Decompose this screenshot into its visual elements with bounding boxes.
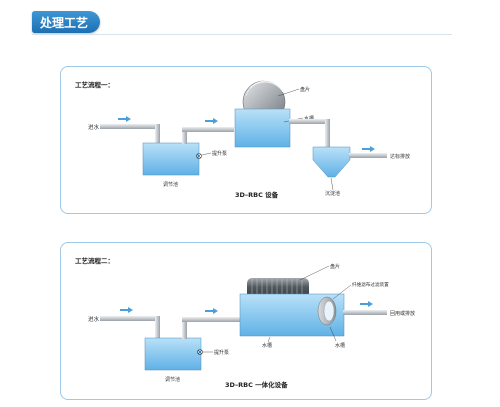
filter-label: 纤维滤布过滤装置 [352, 281, 389, 288]
trough-label: 水槽 [262, 342, 272, 349]
tank-label: 调节池 [165, 376, 180, 383]
inflow-pipe [100, 124, 158, 129]
flow-arrow-icon [120, 307, 133, 313]
inflow-label: 进水 [88, 123, 100, 131]
header-divider [32, 34, 452, 35]
process-one-caption: 3D–RBC 设备 [235, 190, 279, 199]
pump-label: 提升泵 [212, 150, 227, 157]
disc-label: 盘片 [330, 263, 340, 270]
riser-pipe-top [182, 317, 242, 322]
inflow-pipe [100, 316, 158, 321]
disc-label: 盘片 [300, 86, 310, 93]
reactor-trough [234, 108, 291, 148]
process-one-title: 工艺流程一： [75, 80, 114, 89]
flow-arrow-icon [205, 308, 218, 314]
inflow-label: 进水 [88, 315, 100, 323]
process-two-title: 工艺流程二： [75, 256, 114, 265]
flow-arrow-icon [205, 118, 218, 124]
flow-arrow-icon [360, 301, 373, 307]
discharge-pipe [343, 310, 387, 315]
discharge-label: 达标排放 [390, 153, 410, 160]
discharge-pipe [349, 153, 387, 158]
discharge-label: 回用或排放 [390, 310, 415, 317]
trough-label-2: 水槽 [335, 342, 345, 349]
regulating-tank [142, 142, 200, 176]
pump-icon [196, 153, 202, 159]
riser-pipe [182, 128, 187, 144]
inflow-pipe-down [155, 316, 160, 340]
outlet-pipe-down [325, 119, 330, 149]
pump-icon [197, 349, 203, 355]
pump-label: 提升泵 [214, 349, 229, 356]
clarifier [312, 146, 351, 178]
riser-pipe-top [182, 127, 234, 132]
tank-label: 调节池 [163, 181, 178, 188]
flow-arrow-icon [362, 146, 375, 152]
riser-pipe [182, 318, 187, 339]
outlet-pipe [289, 119, 329, 124]
clarifier-label: 沉淀池 [325, 190, 340, 197]
section-title: 处理工艺 [40, 16, 89, 30]
regulating-tank [144, 337, 202, 371]
process-two-caption: 3D–RBC 一体化设备 [225, 380, 288, 389]
section-header-tab: 处理工艺 [32, 11, 100, 33]
flow-arrow-icon [118, 116, 131, 122]
trough-label: 水槽 [304, 115, 314, 122]
inflow-pipe-down [155, 124, 160, 146]
